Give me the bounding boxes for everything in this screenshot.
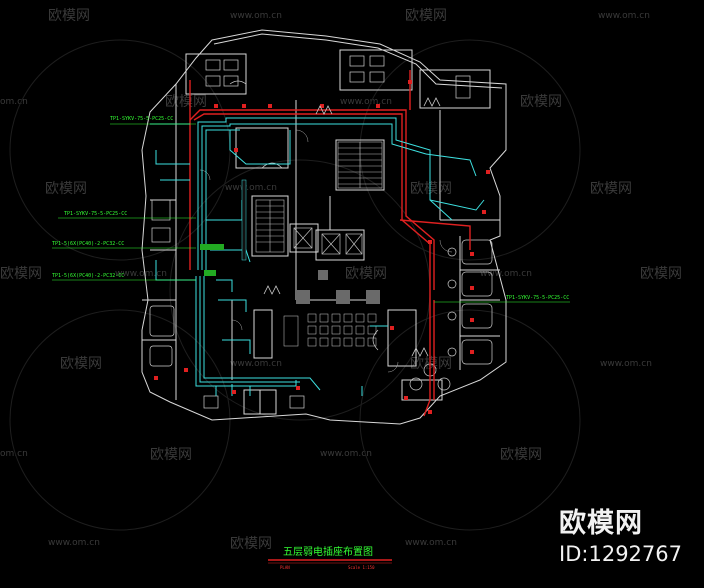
cable-trunk-cyan	[150, 117, 485, 396]
watermark-site: www.om.cn	[600, 359, 652, 369]
drawing-title-block: 五层弱电插座布置图 PLAN Scale 1:150	[268, 545, 392, 570]
callout-label: TP1-SYKV-75-5-PC25-CC	[64, 211, 127, 217]
watermark-brand: 欧模网	[410, 181, 452, 197]
watermark-brand: 欧模网	[590, 181, 632, 197]
watermark-site: www.om.cn	[405, 538, 457, 548]
scale-right: Scale 1:150	[348, 565, 375, 570]
model-id: ID:1292767	[559, 542, 682, 566]
watermark-brand: 欧模网	[48, 8, 90, 24]
outlet-markers	[154, 80, 490, 414]
stair-blocks	[255, 141, 383, 253]
scale-left: PLAN	[280, 565, 290, 570]
watermark-site: www.om.cn	[340, 97, 392, 107]
callout-group: TP1-SYKV-75-5-PC25-CC TP1-SYKV-75-5-PC25…	[52, 116, 570, 303]
callout-label: TP1-5(6X(PC40)-2-PC32-CC	[52, 241, 124, 247]
watermark-site: om.cn	[0, 97, 28, 107]
watermark-brand: 欧模网	[230, 536, 272, 552]
furniture	[149, 55, 493, 409]
watermark-brand: 欧模网	[150, 447, 192, 463]
watermark-site: www.om.cn	[480, 269, 532, 279]
seating-grid	[283, 313, 377, 347]
door-swings	[199, 129, 453, 373]
watermark-brand: 欧模网	[500, 447, 542, 463]
watermark-site: www.om.cn	[230, 359, 282, 369]
stair-north	[337, 141, 383, 189]
watermark-site: www.om.cn	[225, 183, 277, 193]
watermark-site: www.om.cn	[115, 269, 167, 279]
watermark-brand: 欧模网	[640, 266, 682, 282]
elevator-shafts	[293, 227, 363, 255]
building-walls	[141, 29, 507, 425]
riser-tag	[200, 179, 247, 276]
watermark-brand: 欧模网	[60, 356, 102, 372]
columns	[296, 270, 380, 304]
watermark-site: om.cn	[0, 449, 28, 459]
watermark-site: www.om.cn	[48, 538, 100, 548]
callout-label: TP1-SYKV-75-5-PC25-CC	[110, 116, 173, 122]
watermark-brand: 欧模网	[165, 94, 207, 110]
brand-name: 欧模网	[559, 508, 644, 539]
watermark-site: www.om.cn	[598, 11, 650, 21]
watermark-layer: 欧模网 www.om.cn 欧模网 www.om.cn om.cn 欧模网 ww…	[0, 8, 682, 552]
watermark-site: www.om.cn	[230, 11, 282, 21]
watermark-brand: 欧模网	[345, 266, 387, 282]
cable-trunk-red	[189, 70, 471, 417]
callout-label: TP1-5(6X(PC40)-2-PC32-CC	[52, 273, 124, 279]
watermark-brand: 欧模网	[520, 94, 562, 110]
watermark-brand: 欧模网	[45, 181, 87, 197]
watermark-site: www.om.cn	[320, 449, 372, 459]
watermark-brand: 欧模网	[0, 266, 42, 282]
watermark-brand: 欧模网	[405, 8, 447, 24]
brand-badge: 欧模网 ID:1292767	[559, 501, 682, 566]
callout-label: TP1-SYKV-75-5-PC25-CC	[506, 295, 569, 301]
stair-central	[255, 199, 285, 253]
drawing-title: 五层弱电插座布置图	[283, 545, 373, 558]
room-markers	[263, 97, 441, 357]
